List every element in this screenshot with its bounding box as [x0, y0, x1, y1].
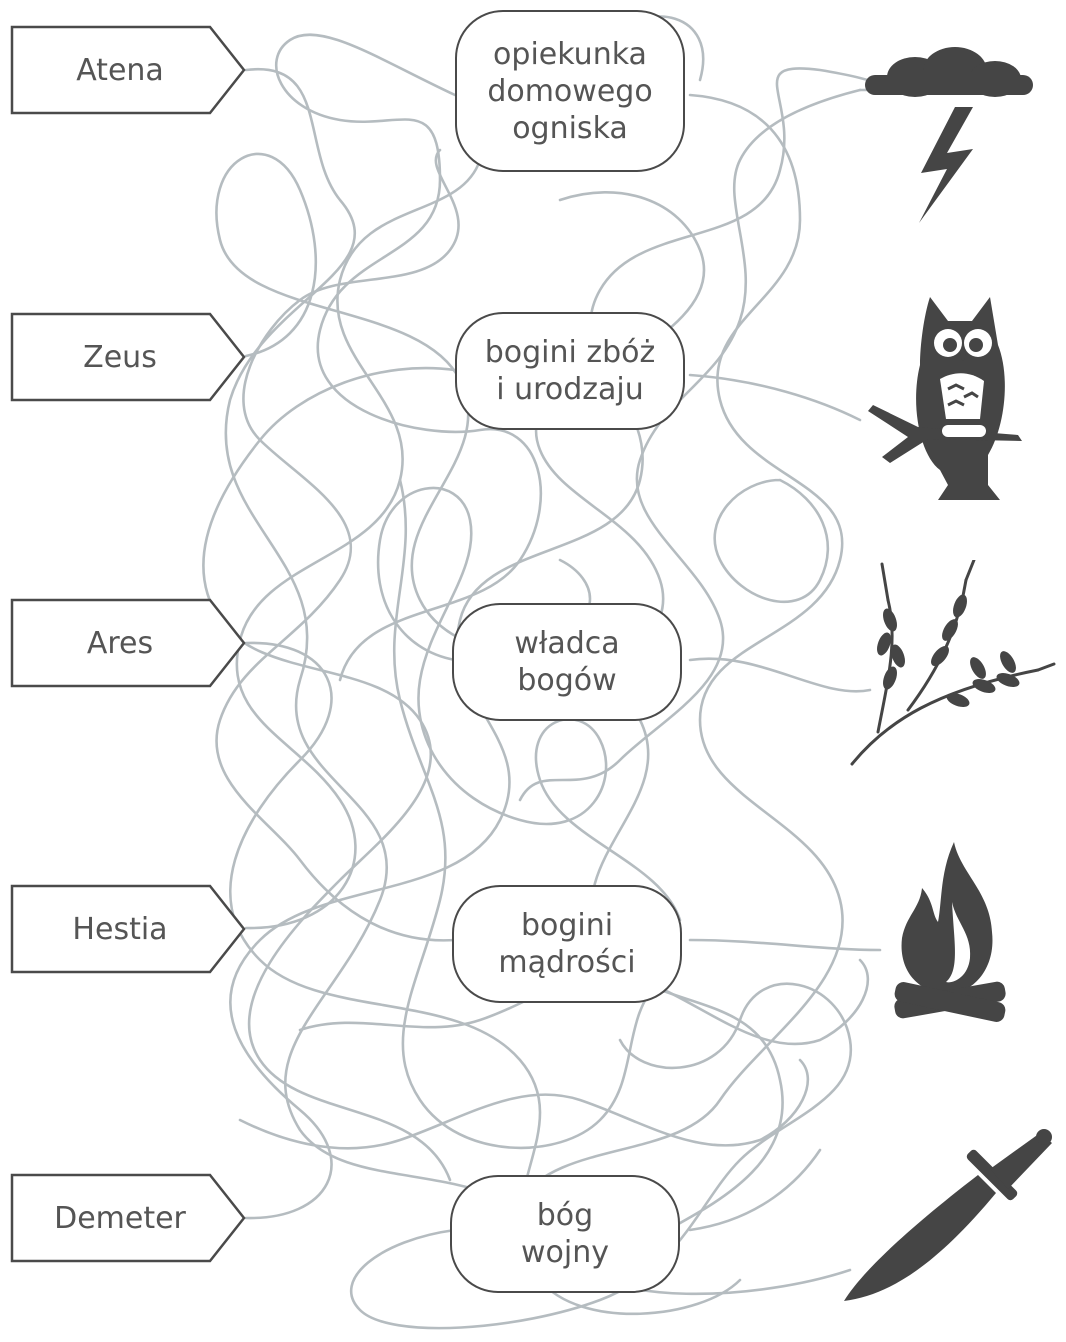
description-line: bogini zbóż [484, 335, 656, 370]
name-label: Ares [86, 625, 154, 661]
description-line: władca [514, 626, 620, 661]
maze-line [518, 88, 862, 802]
description-line: mądrości [498, 945, 636, 980]
description-line: bóg [536, 1198, 594, 1233]
description-line: wojny [521, 1235, 609, 1270]
wheat-icon [850, 560, 1056, 766]
description-hearth-guardian: opiekunka domowego ogniska [455, 10, 685, 172]
name-label: Hestia [72, 911, 168, 947]
maze-line [349, 982, 853, 1330]
owl-icon [868, 297, 1022, 500]
description-line: bogini [520, 908, 614, 943]
description-line: domowego [487, 73, 653, 109]
campfire-icon [894, 842, 1006, 1022]
name-label: Demeter [54, 1200, 186, 1236]
name-tag-ares: Ares [10, 598, 246, 688]
description-line: bogów [517, 663, 617, 698]
lightning-cloud-icon [865, 47, 1033, 223]
maze-line [688, 373, 882, 1232]
maze-line [274, 33, 543, 682]
description-wisdom-goddess: bogini mądrości [452, 885, 682, 1003]
name-label: Atena [76, 52, 164, 88]
maze-line [518, 93, 844, 1202]
sword-icon [844, 1129, 1052, 1301]
maze-line [376, 486, 682, 922]
name-tag-atena: Atena [10, 25, 246, 115]
maze-line [215, 148, 460, 942]
description-line: i urodzaju [496, 372, 644, 407]
name-tag-hestia: Hestia [10, 884, 246, 974]
description-line: ogniska [512, 110, 628, 146]
maze-line [215, 152, 784, 1242]
name-tag-demeter: Demeter [10, 1173, 246, 1263]
maze-line [238, 1058, 810, 1150]
description-ruler-of-gods: władca bogów [452, 603, 682, 721]
maze-line [392, 478, 662, 1150]
description-war-god: bóg wojny [450, 1175, 680, 1293]
description-grain-goddess: bogini zbóż i urodzaju [455, 312, 685, 430]
name-tag-zeus: Zeus [10, 312, 246, 402]
name-label: Zeus [83, 339, 157, 375]
description-line: opiekunka [493, 36, 647, 72]
